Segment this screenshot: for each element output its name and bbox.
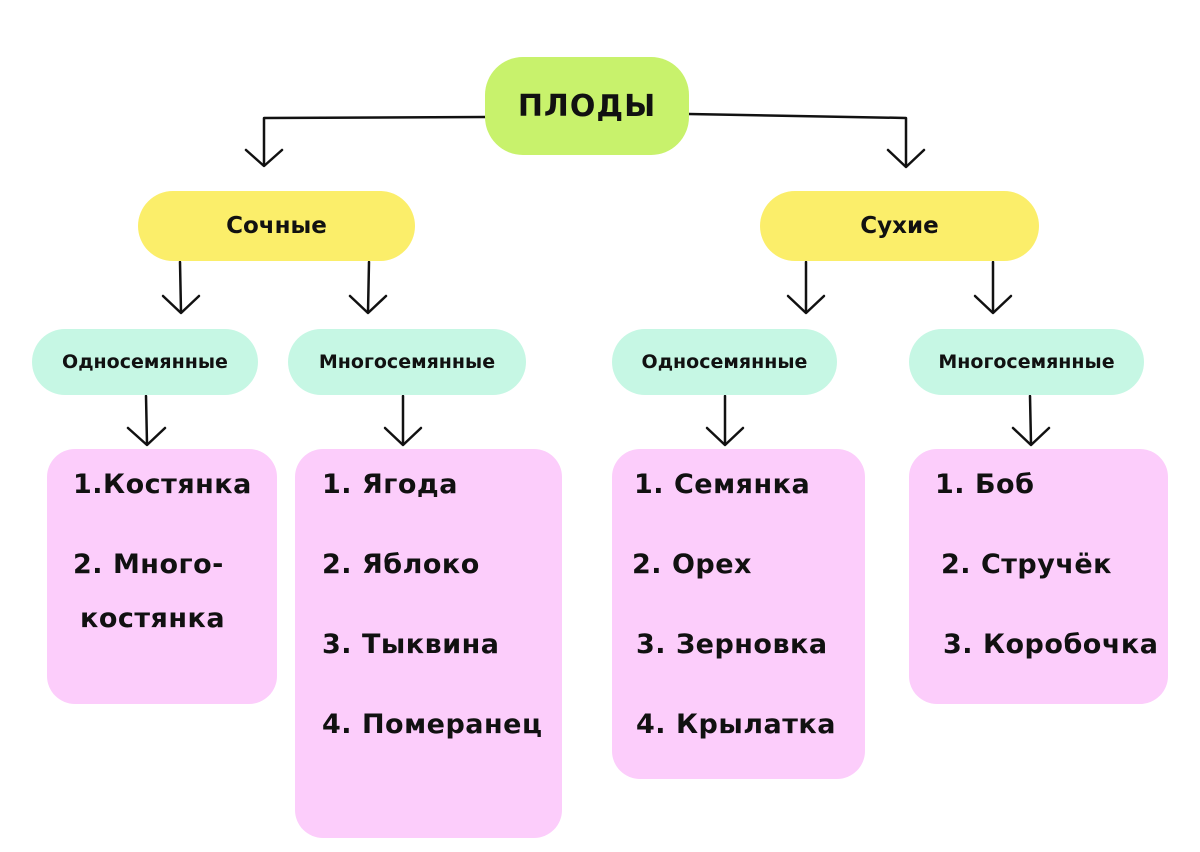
list-item: 2. Много- [73,549,224,580]
list-item: 3. Тыквина [322,629,500,660]
list-item: 2. Стручёк [941,549,1113,580]
connector-dm-list [1028,394,1033,446]
subcategory-node-juicy-single-seeded: Односемянные [32,329,258,395]
list-box-juicy-single-seeded: 1.Костянка 2. Много- костянка [47,449,277,704]
arrowhead-dry-multi [973,294,1013,315]
list-item: 4. Крылатка [636,709,836,740]
list-item: костянка [80,603,226,634]
connector-root-juicy [262,115,487,167]
list-item: 1. Семянка [634,469,811,500]
arrowhead-root-juicy [244,148,284,168]
connector-juicy-multi [366,260,371,314]
list-box-dry-multi-seeded: 1. Боб 2. Стручёк 3. Коробочка [909,449,1168,704]
arrowhead-juicy-single [161,294,201,315]
list-item: 1. Боб [935,469,1035,500]
subcategory-node-dry-multi-seeded: Многосемянные [909,329,1144,395]
list-item: 1. Ягода [322,469,458,500]
category-node-juicy: Сочные [138,191,415,261]
arrowhead-dry-single [786,294,826,315]
list-item: 2. Яблоко [322,549,480,580]
subcategory-node-juicy-multi-seeded: Многосемянные [288,329,526,395]
arrowhead-dm-list [1011,426,1051,447]
list-box-dry-single-seeded: 1. Семянка 2. Орех 3. Зерновка 4. Крылат… [612,449,865,779]
arrowhead-juicy-multi [348,294,388,315]
category-node-dry: Сухие [760,191,1039,261]
connector-juicy-single [178,260,183,314]
subcategory-node-dry-single-seeded: Односемянные [612,329,837,395]
list-item: 3. Зерновка [636,629,828,660]
connector-js-list [144,394,149,446]
root-node-fruits: ПЛОДЫ [485,57,689,155]
list-item: 2. Орех [632,549,752,580]
list-item: 4. Померанец [322,709,543,740]
list-box-juicy-multi-seeded: 1. Ягода 2. Яблоко 3. Тыквина 4. Померан… [295,449,562,838]
list-item: 3. Коробочка [943,629,1159,660]
arrowhead-root-dry [886,148,926,169]
arrowhead-ds-list [705,426,745,447]
list-item: 1.Костянка [73,469,252,500]
arrowhead-jm-list [383,426,423,447]
arrowhead-js-list [126,426,167,447]
connector-root-dry [687,112,908,168]
